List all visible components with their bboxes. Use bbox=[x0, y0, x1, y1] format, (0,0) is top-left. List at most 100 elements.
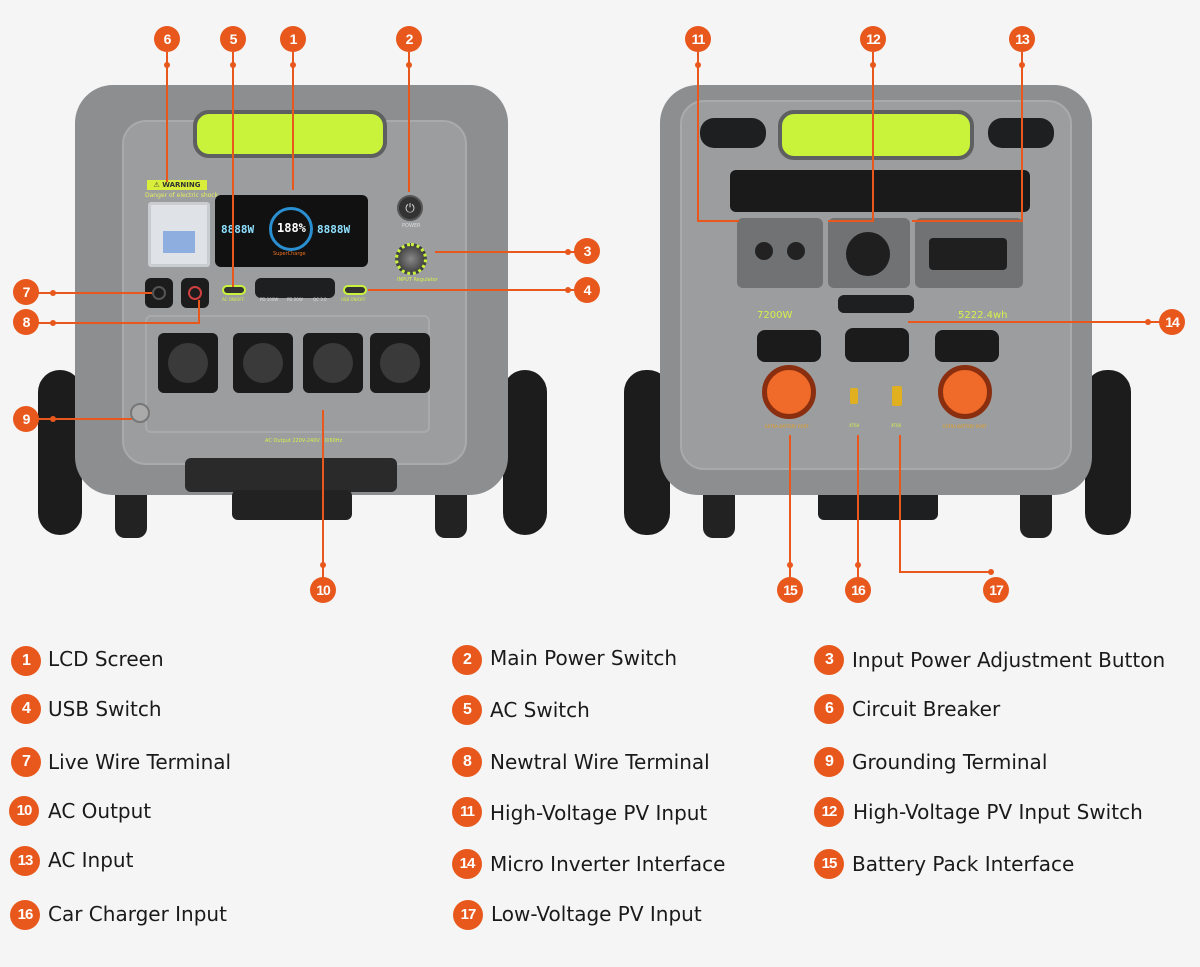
callout-1: 1 bbox=[280, 26, 306, 52]
usb-port-panel bbox=[255, 278, 335, 298]
power-label: POWER bbox=[402, 223, 421, 229]
legend-label: Battery Pack Interface bbox=[852, 852, 1075, 876]
legend-label: Low-Voltage PV Input bbox=[491, 902, 702, 926]
legend-label: Micro Inverter Interface bbox=[490, 852, 726, 876]
legend-label: AC Input bbox=[48, 848, 134, 872]
warning-sub: Danger of electric shock bbox=[145, 192, 219, 199]
usb-switch[interactable] bbox=[343, 285, 367, 295]
bottom-handle bbox=[818, 490, 938, 520]
bottom-handle-grip bbox=[232, 490, 352, 520]
usb-port-label: PD 20W bbox=[287, 297, 303, 302]
warning-label: ⚠ WARNING bbox=[147, 180, 207, 190]
micro-inverter-interface[interactable] bbox=[845, 328, 909, 362]
legend-badge: 1 bbox=[11, 646, 41, 676]
legend-badge: 17 bbox=[453, 900, 483, 930]
legend-label: AC Switch bbox=[490, 698, 590, 722]
car-charger-input[interactable] bbox=[850, 388, 858, 404]
legend-label: AC Output bbox=[48, 799, 152, 823]
callout-13: 13 bbox=[1009, 26, 1035, 52]
lcd-brand: SuperCharge bbox=[273, 251, 306, 257]
ac-switch[interactable] bbox=[222, 285, 246, 295]
callout-3: 3 bbox=[574, 238, 600, 264]
legend-label: Live Wire Terminal bbox=[48, 750, 232, 774]
usb-port-label: QC 3.0 bbox=[313, 297, 327, 302]
callout-15: 15 bbox=[777, 577, 803, 603]
battery-pack-port[interactable] bbox=[938, 365, 992, 419]
legend-label: High-Voltage PV Input Switch bbox=[853, 800, 1143, 824]
legend-badge: 16 bbox=[10, 900, 40, 930]
callout-4: 4 bbox=[574, 277, 600, 303]
ac-socket[interactable] bbox=[303, 333, 363, 393]
legend-badge: 9 bbox=[814, 747, 844, 777]
legend-badge: 2 bbox=[452, 645, 482, 675]
callout-17: 17 bbox=[983, 577, 1009, 603]
power-button[interactable]: ⏻ bbox=[397, 195, 423, 221]
ac-switch-label: AC ON/OFF bbox=[222, 297, 244, 302]
port-cover bbox=[935, 330, 999, 362]
xt60-label: XT60 bbox=[849, 423, 860, 428]
knob-label: INPUT Regulator bbox=[397, 277, 438, 283]
callout-14: 14 bbox=[1159, 309, 1185, 335]
legend-badge: 15 bbox=[814, 849, 844, 879]
lcd-input-value: 8888W bbox=[221, 223, 255, 236]
hv-pv-input-switch[interactable] bbox=[828, 218, 910, 288]
legend-label: Main Power Switch bbox=[490, 646, 678, 670]
legend-badge: 11 bbox=[452, 797, 482, 827]
legend-label: Circuit Breaker bbox=[852, 697, 1001, 721]
neutral-wire-terminal[interactable] bbox=[181, 278, 209, 308]
bottom-handle bbox=[185, 458, 397, 492]
right-wheel bbox=[503, 370, 547, 535]
circuit-breaker[interactable] bbox=[148, 202, 210, 267]
foot bbox=[435, 490, 467, 538]
legend-label: LCD Screen bbox=[48, 647, 164, 671]
usb-switch-label: USB ON/OFF bbox=[341, 297, 366, 302]
ac-input[interactable] bbox=[915, 218, 1023, 288]
legend-label: Input Power Adjustment Button bbox=[852, 648, 1166, 672]
grounding-terminal[interactable] bbox=[130, 403, 150, 423]
left-wheel bbox=[38, 370, 82, 535]
callout-7: 7 bbox=[13, 279, 39, 305]
right-wheel bbox=[1085, 370, 1131, 535]
legend-label: High-Voltage PV Input bbox=[490, 801, 708, 825]
callout-8: 8 bbox=[13, 309, 39, 335]
power-rating: 7200W bbox=[757, 310, 793, 321]
strap-mount bbox=[700, 118, 766, 148]
callout-16: 16 bbox=[845, 577, 871, 603]
legend-badge: 6 bbox=[814, 694, 844, 724]
callout-11: 11 bbox=[685, 26, 711, 52]
lcd-screen: 8888W 188% 8888W SuperCharge bbox=[215, 195, 368, 267]
legend-badge: 8 bbox=[452, 747, 482, 777]
legend-badge: 3 bbox=[814, 645, 844, 675]
callout-2: 2 bbox=[396, 26, 422, 52]
legend-label: Grounding Terminal bbox=[852, 750, 1048, 774]
xt60-label: XT60 bbox=[891, 423, 902, 428]
foot bbox=[703, 490, 735, 538]
battery-pack-port[interactable] bbox=[762, 365, 816, 419]
port-label: EXTRA BATTERY PORT bbox=[943, 424, 987, 429]
ac-socket[interactable] bbox=[233, 333, 293, 393]
usb-port-label: PD 100W bbox=[260, 297, 279, 302]
legend-badge: 5 bbox=[452, 695, 482, 725]
port-cover bbox=[757, 330, 821, 362]
ac-socket[interactable] bbox=[370, 333, 430, 393]
ac-socket[interactable] bbox=[158, 333, 218, 393]
foot bbox=[1020, 490, 1052, 538]
legend-badge: 14 bbox=[452, 849, 482, 879]
top-cover bbox=[730, 170, 1030, 212]
callout-12: 12 bbox=[860, 26, 886, 52]
callout-9: 9 bbox=[13, 406, 39, 432]
micro-inverter-cover bbox=[838, 295, 914, 313]
input-power-knob[interactable] bbox=[395, 243, 427, 275]
legend-badge: 10 bbox=[9, 796, 39, 826]
foot bbox=[115, 490, 147, 538]
legend-label: Car Charger Input bbox=[48, 902, 227, 926]
legend-label: Newtral Wire Terminal bbox=[490, 750, 710, 774]
low-voltage-pv-input[interactable] bbox=[892, 386, 902, 406]
lcd-percent-value: 188% bbox=[277, 221, 306, 235]
port-label: EXTRA BATTERY PORT bbox=[765, 424, 809, 429]
legend-badge: 7 bbox=[11, 747, 41, 777]
hv-pv-input[interactable] bbox=[737, 218, 823, 288]
ac-output-label: AC Output 220V-240V 50/60Hz bbox=[265, 438, 343, 444]
callout-5: 5 bbox=[220, 26, 246, 52]
carry-handle bbox=[778, 110, 974, 160]
